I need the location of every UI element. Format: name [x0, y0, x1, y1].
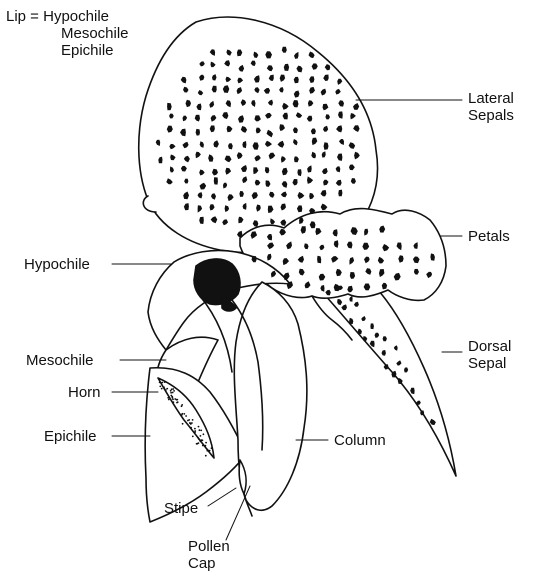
dorsal-sepal-spot: [370, 323, 374, 329]
horn-stipple-dot: [199, 439, 201, 441]
horn-stipple-dot: [200, 430, 202, 432]
horn-stipple-dot: [200, 435, 202, 437]
horn-stipple-dot: [177, 401, 179, 403]
leader-stipe: [208, 488, 236, 506]
horn-stipple-dot: [194, 430, 196, 432]
horn-stipple-dot: [182, 423, 184, 425]
epichile-shape: [145, 368, 246, 522]
horn-stipple-dot: [207, 450, 209, 452]
horn-stipple-dot: [172, 398, 174, 400]
petal-spot: [317, 256, 321, 264]
horn-stipple-dot: [173, 401, 175, 403]
horn-stipple-dot: [161, 382, 163, 384]
horn-stipple-dot: [176, 399, 178, 401]
horn-stipple-dot: [189, 422, 191, 424]
sepal-spot: [324, 142, 329, 150]
lip-key-part-hypochile: Hypochile: [43, 8, 109, 25]
horn-stipple-dot: [165, 389, 167, 391]
horn-stipple-dot: [181, 404, 183, 406]
horn-stipple-dot: [203, 433, 205, 435]
horn-stipple-dot: [159, 382, 161, 384]
horn-stipple-dot: [198, 442, 200, 444]
horn-stipple-dot: [202, 439, 204, 441]
horn-stipple-dot: [197, 437, 199, 439]
horn-stipple-dot: [205, 445, 207, 447]
label-petals: Petals: [468, 228, 510, 245]
leader-pollen-cap: [226, 486, 250, 540]
sepal-spot: [214, 177, 218, 184]
horn-stipple-dot: [187, 420, 189, 422]
horn-stipple-dot: [164, 381, 166, 383]
horn-stipple-dot: [192, 436, 194, 438]
label-mesochile: Mesochile: [26, 352, 94, 369]
horn-stipple-dot: [171, 388, 173, 390]
horn-stipple-dot: [174, 398, 176, 400]
horn-stipple-dot: [191, 422, 193, 424]
label-column: Column: [334, 432, 386, 449]
horn-stipple-dot: [167, 397, 169, 399]
label-dorsal-sepal: Dorsal Sepal: [468, 338, 511, 372]
horn-stipple-dot: [194, 428, 196, 430]
horn-stipple-dot: [192, 419, 194, 421]
lip-key-part-epichile: Epichile: [6, 42, 129, 59]
lip-key-part-mesochile: Mesochile: [6, 25, 129, 42]
label-stipe: Stipe: [164, 500, 198, 517]
horn-stipple-dot: [198, 426, 200, 428]
lip-key-prefix: Lip =: [6, 8, 39, 25]
label-pollen-cap: Pollen Cap: [188, 538, 230, 572]
sepal-spot: [338, 190, 342, 197]
horn-stipple-dot: [202, 445, 204, 447]
horn-stipple-dot: [172, 392, 174, 394]
horn-stipple-dot: [173, 390, 175, 392]
horn-stipple-dot: [166, 388, 168, 390]
horn-stipple-dot: [205, 442, 207, 444]
horn-stipple-dot: [170, 390, 172, 392]
label-lateral-sepals: Lateral Sepals: [468, 90, 514, 124]
label-epichile: Epichile: [44, 428, 97, 445]
horn-stipple-dot: [199, 429, 201, 431]
horn-stipple-dot: [161, 388, 163, 390]
horn-stipple-dot: [183, 413, 185, 415]
horn-stipple-dot: [170, 392, 172, 394]
dorsal-sepal-spot: [384, 364, 389, 369]
label-hypochile: Hypochile: [24, 256, 90, 273]
horn-stipple-dot: [205, 455, 207, 457]
horn-stipple-dot: [168, 399, 170, 401]
horn-stipple-dot: [159, 386, 161, 388]
horn-stipple-dot: [163, 386, 165, 388]
label-horn: Horn: [68, 384, 101, 401]
horn-stipple-dot: [172, 388, 174, 390]
horn-stipple-dot: [190, 427, 192, 429]
lip-key: Lip = Hypochile Mesochile Epichile: [6, 8, 129, 59]
horn-stipple-dot: [172, 397, 174, 399]
horn-stipple-dot: [185, 415, 187, 417]
horn-stipple-dot: [181, 414, 183, 416]
horn-stipple-dot: [211, 447, 213, 449]
